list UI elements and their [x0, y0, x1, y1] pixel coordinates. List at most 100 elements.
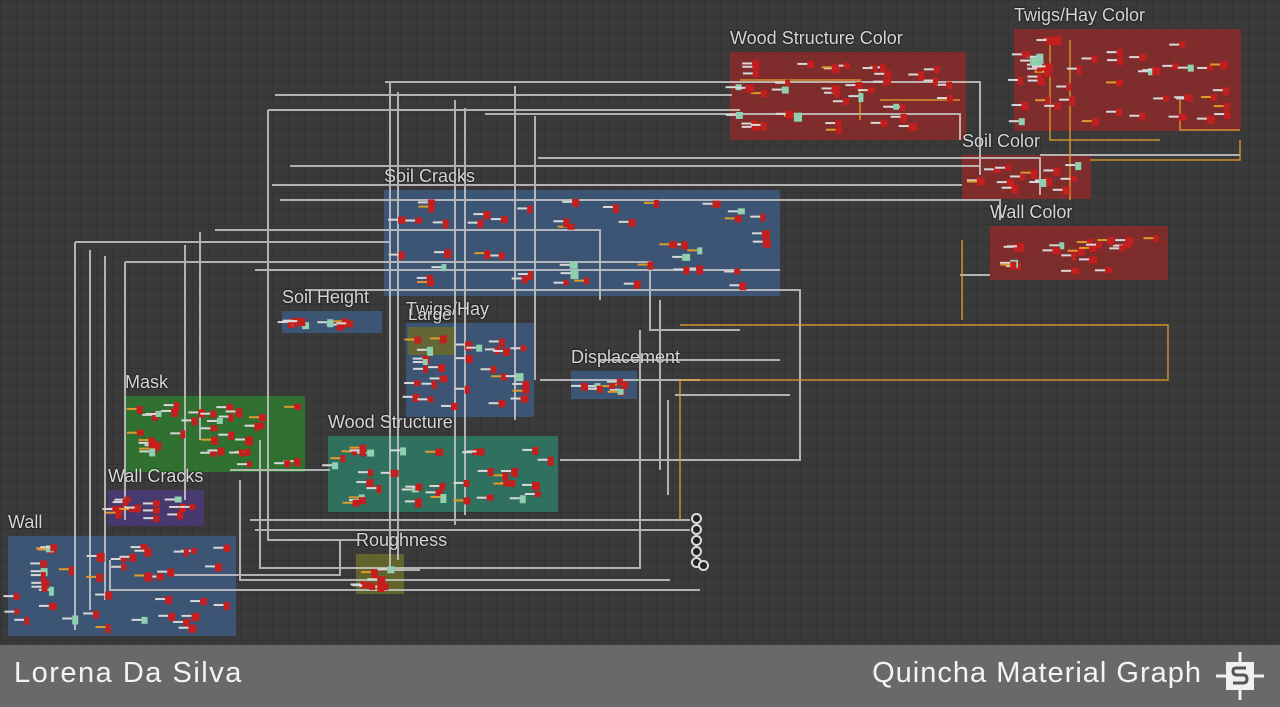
graph-node[interactable]	[1060, 175, 1077, 182]
graph-node[interactable]	[235, 436, 254, 446]
graph-node[interactable]	[131, 616, 148, 624]
graph-node[interactable]	[126, 429, 144, 436]
graph-node[interactable]	[58, 566, 74, 576]
graph-node[interactable]	[1035, 63, 1053, 72]
graph-node[interactable]	[637, 261, 654, 270]
graph-node[interactable]	[1210, 61, 1228, 70]
graph-node[interactable]	[178, 624, 197, 633]
graph-node[interactable]	[467, 219, 484, 228]
graph-node[interactable]	[1081, 55, 1098, 63]
graph-node[interactable]	[983, 166, 1000, 174]
graph-node[interactable]	[112, 499, 128, 507]
graph-node[interactable]	[491, 373, 508, 381]
graph-node[interactable]	[218, 431, 235, 440]
graph-node[interactable]	[1008, 118, 1025, 126]
graph-node[interactable]	[425, 489, 443, 497]
graph-node[interactable]	[229, 449, 245, 457]
output-node[interactable]	[698, 560, 709, 571]
graph-node[interactable]	[618, 218, 636, 227]
graph-node[interactable]	[1097, 237, 1115, 246]
graph-node[interactable]	[923, 66, 940, 74]
graph-node[interactable]	[138, 439, 157, 447]
graph-node[interactable]	[440, 402, 458, 410]
graph-node[interactable]	[169, 503, 187, 512]
graph-node[interactable]	[425, 448, 444, 456]
graph-node[interactable]	[724, 268, 741, 275]
graph-node[interactable]	[38, 602, 57, 610]
graph-node[interactable]	[218, 413, 234, 422]
graph-node[interactable]	[490, 216, 508, 224]
graph-node[interactable]	[417, 199, 435, 208]
graph-node[interactable]	[336, 320, 354, 328]
graph-node[interactable]	[1009, 173, 1025, 181]
graph-node[interactable]	[873, 78, 892, 86]
graph-node[interactable]	[775, 79, 791, 86]
graph-node[interactable]	[158, 612, 176, 621]
graph-node[interactable]	[167, 511, 184, 520]
graph-node[interactable]	[1105, 79, 1123, 87]
graph-node[interactable]	[200, 449, 217, 457]
graph-node[interactable]	[509, 495, 526, 504]
graph-node[interactable]	[517, 271, 533, 281]
graph-node[interactable]	[1169, 41, 1186, 48]
graph-node[interactable]	[143, 515, 160, 523]
graph-node[interactable]	[553, 279, 569, 286]
graph-node[interactable]	[883, 103, 900, 110]
graph-node[interactable]	[130, 544, 148, 553]
graph-node[interactable]	[83, 610, 100, 619]
graph-node[interactable]	[476, 494, 494, 501]
graph-node[interactable]	[725, 111, 743, 119]
graph-node[interactable]	[922, 77, 938, 86]
graph-node[interactable]	[742, 63, 759, 70]
graph-node[interactable]	[356, 479, 374, 488]
graph-node[interactable]	[95, 591, 113, 600]
graph-node[interactable]	[119, 553, 137, 562]
graph-node[interactable]	[751, 230, 770, 239]
graph-node[interactable]	[1036, 37, 1055, 46]
graph-node[interactable]	[775, 110, 794, 119]
graph-node[interactable]	[750, 213, 766, 222]
graph-node[interactable]	[937, 95, 954, 103]
graph-node[interactable]	[1162, 62, 1179, 70]
graph-node[interactable]	[322, 462, 339, 470]
graph-node[interactable]	[1043, 167, 1061, 176]
graph-node[interactable]	[727, 208, 745, 215]
graph-node[interactable]	[510, 395, 529, 403]
graph-node[interactable]	[142, 507, 160, 514]
graph-node[interactable]	[206, 417, 223, 424]
graph-node[interactable]	[388, 216, 407, 224]
graph-node[interactable]	[157, 568, 175, 577]
frame-mask[interactable]: Mask	[125, 372, 305, 472]
graph-node[interactable]	[110, 556, 127, 563]
graph-node[interactable]	[752, 238, 771, 248]
graph-node[interactable]	[510, 345, 527, 352]
graph-node[interactable]	[434, 249, 452, 259]
graph-node[interactable]	[874, 70, 892, 78]
node-graph-canvas[interactable]: Wood Structure Color Twigs/Hay Color Soi…	[0, 0, 1280, 645]
frame-twigs-hay-color[interactable]: Twigs/Hay Color	[1014, 5, 1241, 131]
graph-node[interactable]	[1020, 57, 1038, 66]
graph-node[interactable]	[505, 373, 524, 382]
graph-node[interactable]	[522, 446, 539, 455]
graph-node[interactable]	[1078, 256, 1097, 264]
graph-node[interactable]	[602, 203, 619, 213]
graph-node[interactable]	[898, 123, 917, 132]
graph-node[interactable]	[870, 119, 888, 127]
graph-node[interactable]	[845, 82, 863, 90]
graph-node[interactable]	[560, 270, 579, 280]
graph-node[interactable]	[995, 164, 1012, 171]
graph-node[interactable]	[1011, 51, 1030, 58]
graph-node[interactable]	[797, 60, 815, 68]
graph-node[interactable]	[1137, 68, 1153, 76]
graph-node[interactable]	[163, 402, 180, 412]
graph-node[interactable]	[1052, 186, 1070, 195]
graph-node[interactable]	[216, 404, 234, 411]
graph-node[interactable]	[105, 509, 122, 519]
graph-node[interactable]	[1034, 68, 1052, 77]
graph-node[interactable]	[181, 612, 200, 621]
graph-node[interactable]	[644, 199, 660, 208]
graph-node[interactable]	[890, 113, 907, 123]
graph-node[interactable]	[377, 566, 395, 574]
graph-node[interactable]	[848, 93, 864, 103]
graph-node[interactable]	[1056, 83, 1072, 91]
